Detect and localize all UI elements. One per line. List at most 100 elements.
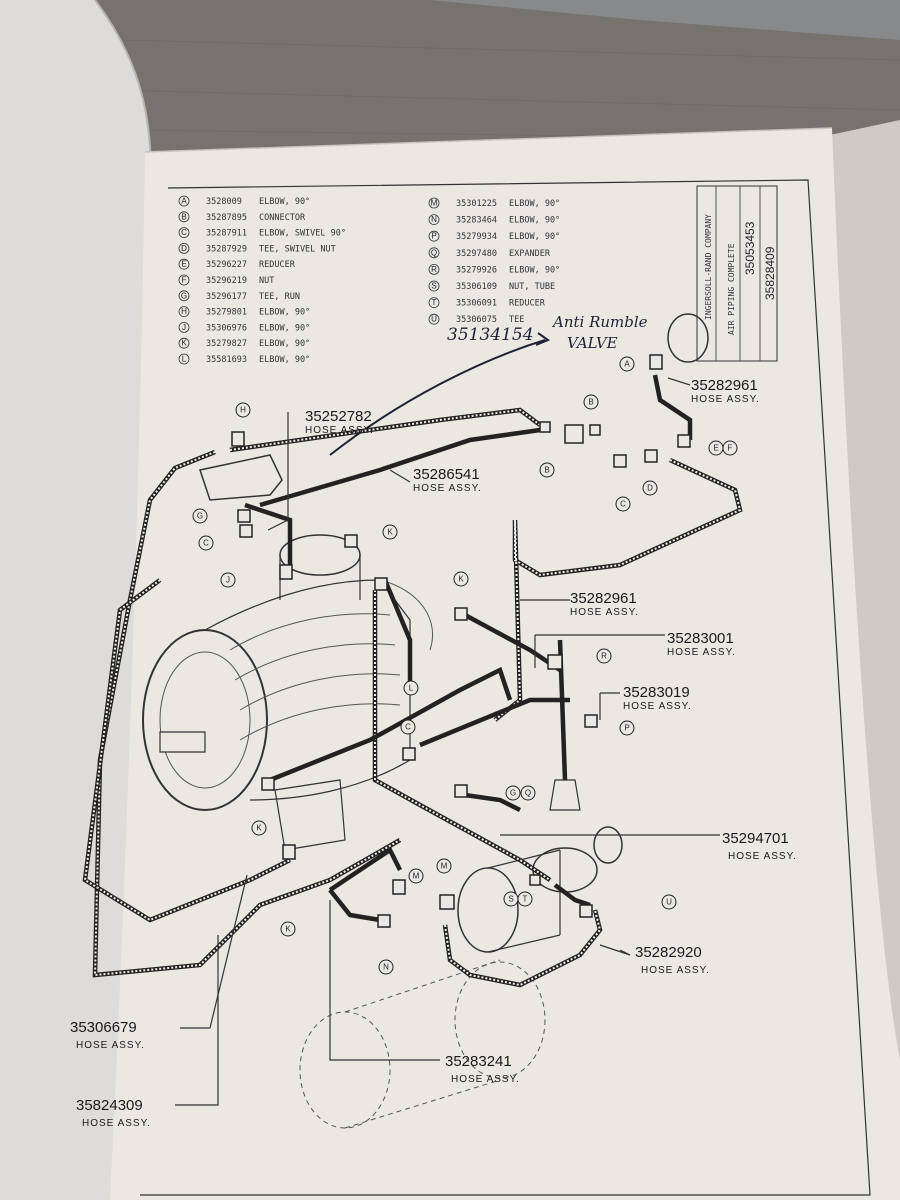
parts-row-bubble [178,242,190,254]
callout-leaders [175,377,720,1106]
parts-row-desc: ELBOW, 90° [259,339,310,349]
fitting-bubble: C [198,535,214,551]
parts-row-letter: M [431,199,438,208]
fitting-bubble-letter: K [458,575,464,584]
fitting-bubble: G [192,508,208,524]
parts-row-letter: T [432,298,437,307]
parts-row-letter: Q [431,248,437,257]
fitting-bubble-letter: E [713,444,718,453]
parts-row-bubble [428,313,440,325]
parts-row-desc: ELBOW, 90° [509,216,560,226]
fitting-bubble: R [596,648,612,664]
fitting-bubble: K [280,921,296,937]
hose-callout-number: 35283001 [667,630,734,647]
fitting-bubble-letter: R [601,652,607,661]
parts-row-bubble [428,247,440,259]
hose-callout-number: 35294701 [722,830,789,847]
hose-callout-number: 35824309 [76,1097,143,1114]
parts-row-bubble [178,353,190,365]
fitting-bubble-letter: H [240,406,246,415]
drawing-border [140,179,871,1196]
parts-row-number: 35296219 [206,276,247,286]
parts-row-bubble [178,211,190,223]
title-block-description: AIR PIPING COMPLETE [727,243,736,335]
fitting-bubble-letter: N [383,963,389,972]
hose-callout-number: 35282961 [691,377,758,394]
parts-row-desc: ELBOW, 90° [259,355,310,365]
handwritten-note-line1: Anti Rumble [551,313,648,331]
fitting-bubble-letter: C [620,500,626,509]
fitting-bubble: G [505,785,521,801]
fitting-bubble: E [708,440,724,456]
fitting-bubble-letter: B [544,466,549,475]
parts-row-number: 35297480 [456,249,497,259]
fitting-bubble: B [583,394,599,410]
background-sheet [430,0,900,40]
page-top-edge [144,127,833,153]
parts-row-desc: NUT, TUBE [509,282,555,292]
parts-row-letter: R [431,265,437,274]
parts-row-bubble [428,197,440,209]
parts-row-letter: K [181,339,187,348]
hose-callout-number: 35252782 [305,408,372,425]
parts-row-number: 35279934 [456,232,497,242]
fittings [231,354,691,928]
fitting-bubble: K [382,524,398,540]
handwritten-arrow [329,339,546,456]
handwritten-note: 35134154 Anti Rumble VALVE [329,313,648,456]
parts-row-desc: CONNECTOR [259,213,306,223]
title-block-frame [696,185,778,362]
hose-callout-label: HOSE ASSY. [305,425,374,436]
fitting-bubble: A [619,356,635,372]
fitting-bubble-letter: C [405,723,411,732]
hose-callout-label: HOSE ASSY. [623,701,692,712]
parts-row-letter: J [182,323,186,332]
title-block-drawing-number: 35053453 [743,221,757,275]
parts-row-letter: G [181,291,187,300]
title-block-company: INGERSOLL-RAND COMPANY [704,214,713,320]
fitting-bubble: N [378,959,394,975]
left-facing-page [0,0,151,1200]
hose-callout-number: 35283241 [445,1053,512,1070]
parts-row-letter: D [181,244,187,253]
parts-row-number: 35279801 [206,308,247,318]
fitting-bubble: Q [520,785,536,801]
main-page [110,128,900,1200]
hose-callout-number: 35283019 [623,684,690,701]
hose-callout-number: 35282961 [570,590,637,607]
parts-row-number: 35306075 [456,315,497,325]
fitting-bubble-letter: T [523,895,528,904]
fitting-bubble: U [661,894,677,910]
fitting-bubble-letter: L [409,684,414,693]
parts-row-bubble [428,280,440,292]
parts-row-letter: E [181,260,186,269]
bracket-box [274,779,346,851]
parts-row-letter: P [431,232,436,241]
handwritten-part-number: 35134154 [447,325,534,345]
parts-row-letter: B [181,212,186,221]
parts-row-letter: U [431,315,437,324]
fitting-bubble: J [220,572,236,588]
parts-row-bubble [178,258,190,270]
parts-row-letter: C [181,228,187,237]
parts-row-bubble [178,337,190,349]
manifold-block [199,454,283,501]
parts-row-letter: N [431,215,437,224]
hose-lines [82,374,743,988]
drive-shaft [159,731,206,753]
